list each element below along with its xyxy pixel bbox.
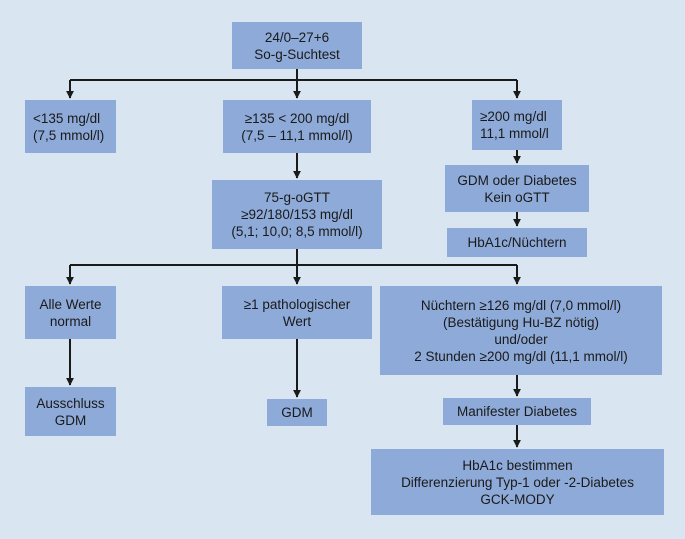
manifest-diabetes-box: Manifester Diabetes <box>443 398 591 425</box>
hba1c-determine-line3: GCK-MODY <box>480 491 555 507</box>
pathological-line1: ≥1 pathologischer <box>243 296 351 312</box>
gdm-box: GDM <box>267 399 327 426</box>
hba1c-determine-line1: HbA1c bestimmen <box>462 457 573 473</box>
exclusion-gdm-box: Ausschluss GDM <box>25 387 116 436</box>
pathological-box: ≥1 pathologischer Wert <box>222 286 372 339</box>
high-glucose-box: ≥200 mg/dl 11,1 mmol/l <box>472 100 562 150</box>
low-glucose-box: <135 mg/dl (7,5 mmol/l) <box>25 100 116 153</box>
gdm-or-diabetes-line1: GDM oder Diabetes <box>457 172 577 188</box>
fasting-criteria-box: Nüchtern ≥126 mg/dl (7,0 mmol/l) (Bestät… <box>380 286 662 375</box>
fasting-criteria-line1: Nüchtern ≥126 mg/dl (7,0 mmol/l) <box>420 297 622 313</box>
gdm-or-diabetes-box: GDM oder Diabetes Kein oGTT <box>445 165 589 212</box>
gdm-or-diabetes-line2: Kein oGTT <box>484 189 550 205</box>
mid-line1: ≥135 < 200 mg/dl <box>244 110 350 126</box>
ogtt-line3: (5,1; 10,0; 8,5 mmol/l) <box>231 224 363 239</box>
mid-line2: (7,5 – 11,1 mmol/l) <box>241 127 353 143</box>
all-normal-box: Alle Werte normal <box>25 286 116 339</box>
fasting-criteria-line3: und/oder <box>494 331 548 347</box>
ogtt-box: 75-g-oGTT ≥92/180/153 mg/dl (5,1; 10,0; … <box>212 180 382 249</box>
high-line1: ≥200 mg/dl <box>480 109 547 124</box>
pathological-line2: Wert <box>282 313 312 329</box>
all-normal-line2: normal <box>49 313 92 329</box>
gdm-line1: GDM <box>281 405 313 420</box>
exclusion-line1: Ausschluss <box>36 395 105 411</box>
mid-glucose-box: ≥135 < 200 mg/dl (7,5 – 11,1 mmol/l) <box>223 100 371 153</box>
manifest-diabetes-line1: Manifester Diabetes <box>456 404 578 419</box>
fasting-criteria-line2: (Bestätigung Hu-BZ nötig) <box>442 314 600 330</box>
low-line1: <135 mg/dl <box>33 110 101 126</box>
exclusion-line2: GDM <box>54 412 87 428</box>
ogtt-line2: ≥92/180/153 mg/dl <box>241 207 353 222</box>
hba1c-fasting-box: HbA1c/Nüchtern <box>447 228 587 257</box>
start-line2: So-g-Suchtest <box>254 46 340 62</box>
start-line1: 24/0–27+6 <box>264 29 330 45</box>
hba1c-fasting-line1: HbA1c/Nüchtern <box>467 235 567 250</box>
hba1c-determine-line2: Differenzierung Typ-1 oder -2-Diabetes <box>401 474 634 490</box>
ogtt-line1: 75-g-oGTT <box>263 190 331 205</box>
start-box: 24/0–27+6 So-g-Suchtest <box>232 22 362 69</box>
low-line2: (7,5 mmol/l) <box>33 127 105 143</box>
fasting-criteria-line4: 2 Stunden ≥200 mg/dl (11,1 mmol/l) <box>414 348 628 364</box>
all-normal-line1: Alle Werte <box>39 296 102 312</box>
hba1c-determine-box: HbA1c bestimmen Differenzierung Typ-1 od… <box>371 449 664 515</box>
high-line2: 11,1 mmol/l <box>480 126 549 141</box>
